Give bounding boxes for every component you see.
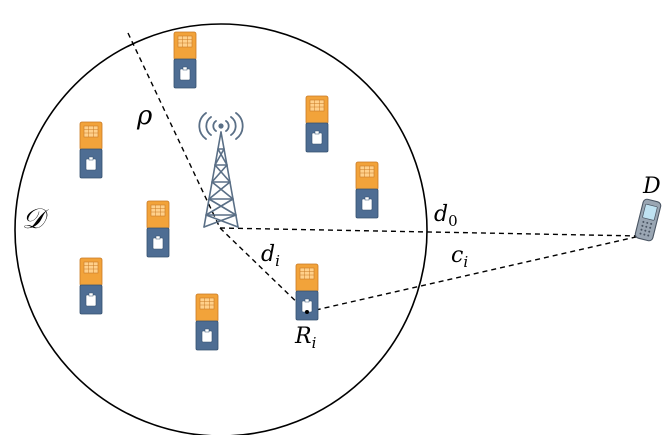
direct-distance-base: d bbox=[434, 202, 448, 227]
relay-device-icon bbox=[146, 200, 170, 258]
relay-label-sub: i bbox=[312, 334, 317, 352]
mobile-phone-icon bbox=[634, 198, 662, 242]
direct-link-d0 bbox=[219, 227, 641, 237]
relay-dest-distance-label: ci bbox=[451, 243, 468, 271]
direct-distance-label: d0 bbox=[434, 202, 458, 230]
relay-dest-distance-sub: i bbox=[463, 253, 468, 271]
relay-distance-sub: i bbox=[275, 252, 280, 270]
relay-device-icon bbox=[79, 257, 103, 315]
relay-label-base: R bbox=[294, 324, 312, 349]
region-label: 𝒟 bbox=[22, 202, 49, 235]
relay-device-icon bbox=[305, 95, 329, 153]
relay-dest-distance-base: c bbox=[451, 243, 463, 268]
radius-label: ρ bbox=[136, 101, 153, 131]
relay-device-icon bbox=[355, 161, 379, 219]
links bbox=[127, 32, 641, 313]
destination-label: D bbox=[642, 174, 661, 199]
relay-device-icon bbox=[195, 293, 219, 351]
coverage-circle bbox=[14, 23, 428, 435]
relay-label: Ri bbox=[294, 324, 317, 352]
relay-dest-link-ci bbox=[306, 235, 641, 313]
relay-distance-label: di bbox=[261, 242, 280, 270]
relay-device-icon bbox=[79, 121, 103, 179]
bs-relay-link-di bbox=[219, 227, 308, 313]
relay-device-icon bbox=[173, 31, 197, 89]
radio-tower-icon bbox=[198, 112, 244, 228]
relay-link-endpoint bbox=[305, 310, 309, 314]
relay-distance-base: d bbox=[261, 242, 275, 267]
direct-distance-sub: 0 bbox=[448, 212, 458, 230]
